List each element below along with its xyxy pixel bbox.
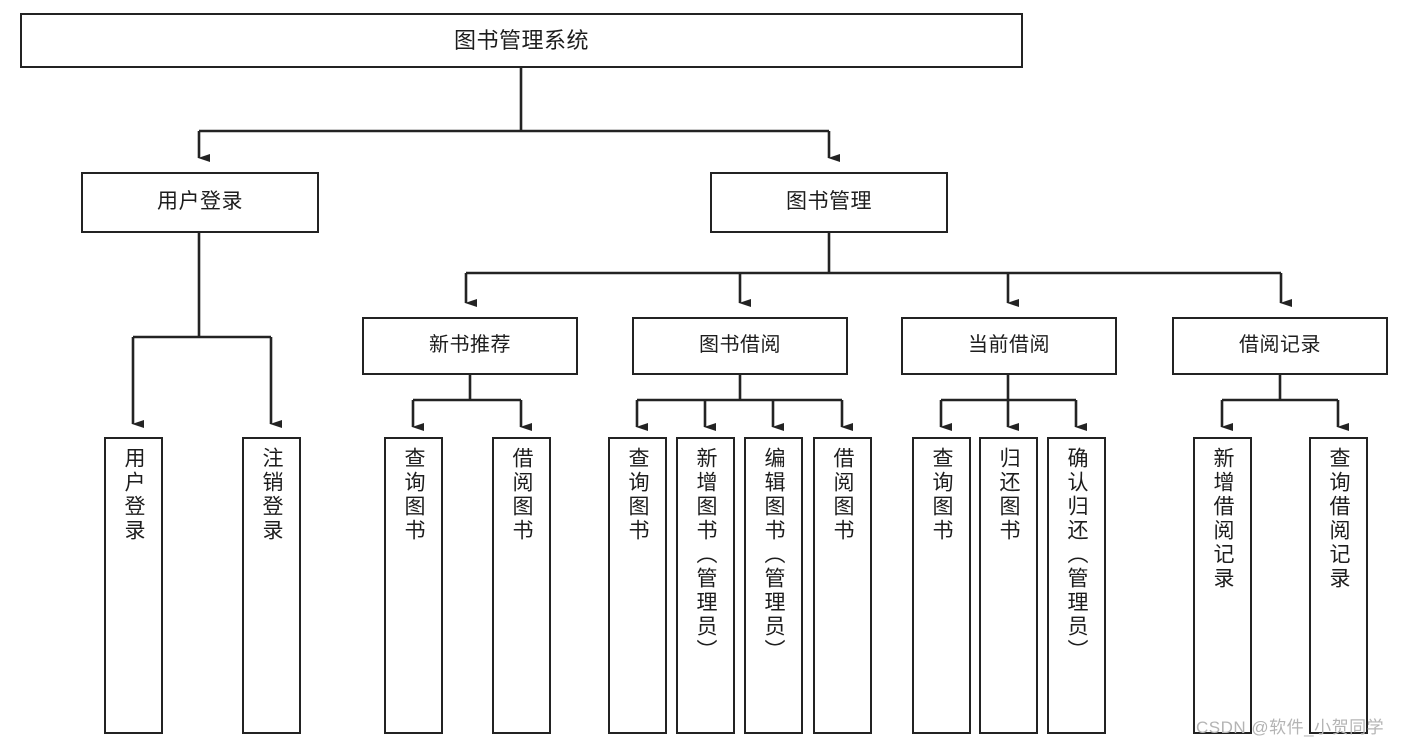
node-label: 用户登录 — [122, 447, 145, 543]
leaf-query-book-recommend[interactable]: 查询图书 — [384, 437, 443, 734]
leaf-confirm-return-admin[interactable]: 确认归还（管理员） — [1047, 437, 1106, 734]
leaf-logout[interactable]: 注销登录 — [242, 437, 301, 734]
leaf-query-book-borrow[interactable]: 查询图书 — [608, 437, 667, 734]
node-label: 查询图书 — [626, 447, 649, 543]
watermark-text: CSDN @软件_小贺同学 — [1196, 718, 1385, 737]
node-label: 注销登录 — [260, 447, 283, 543]
node-borrow-record[interactable]: 借阅记录 — [1172, 317, 1388, 375]
leaf-edit-book-admin[interactable]: 编辑图书（管理员） — [744, 437, 803, 734]
node-label: 确认归还（管理员） — [1065, 447, 1088, 663]
node-label: 归还图书 — [997, 447, 1020, 543]
leaf-borrow-book[interactable]: 借阅图书 — [813, 437, 872, 734]
node-label: 当前借阅 — [968, 334, 1050, 357]
node-label: 新增借阅记录 — [1211, 447, 1234, 591]
node-label: 查询图书 — [402, 447, 425, 543]
node-book-management[interactable]: 图书管理 — [710, 172, 948, 233]
node-label: 新书推荐 — [429, 334, 511, 357]
node-label: 编辑图书（管理员） — [762, 447, 785, 663]
node-user-login[interactable]: 用户登录 — [81, 172, 319, 233]
node-label: 借阅图书 — [510, 447, 533, 543]
leaf-borrow-book-recommend[interactable]: 借阅图书 — [492, 437, 551, 734]
node-root-system[interactable]: 图书管理系统 — [20, 13, 1023, 68]
node-label: 新增图书（管理员） — [694, 447, 717, 663]
leaf-query-borrow-record[interactable]: 查询借阅记录 — [1309, 437, 1368, 734]
node-label: 图书借阅 — [699, 334, 781, 357]
node-label: 查询借阅记录 — [1327, 447, 1350, 591]
leaf-return-book[interactable]: 归还图书 — [979, 437, 1038, 734]
node-new-book-recommend[interactable]: 新书推荐 — [362, 317, 578, 375]
node-current-borrow[interactable]: 当前借阅 — [901, 317, 1117, 375]
node-label: 查询图书 — [930, 447, 953, 543]
node-label: 用户登录 — [157, 190, 243, 214]
leaf-query-book-current[interactable]: 查询图书 — [912, 437, 971, 734]
node-label: 借阅图书 — [831, 447, 854, 543]
leaf-user-login[interactable]: 用户登录 — [104, 437, 163, 734]
node-label: 图书管理系统 — [453, 27, 589, 53]
node-label: 借阅记录 — [1239, 334, 1321, 357]
leaf-add-borrow-record[interactable]: 新增借阅记录 — [1193, 437, 1252, 734]
leaf-add-book-admin[interactable]: 新增图书（管理员） — [676, 437, 735, 734]
node-book-borrow[interactable]: 图书借阅 — [632, 317, 848, 375]
node-label: 图书管理 — [786, 190, 872, 214]
